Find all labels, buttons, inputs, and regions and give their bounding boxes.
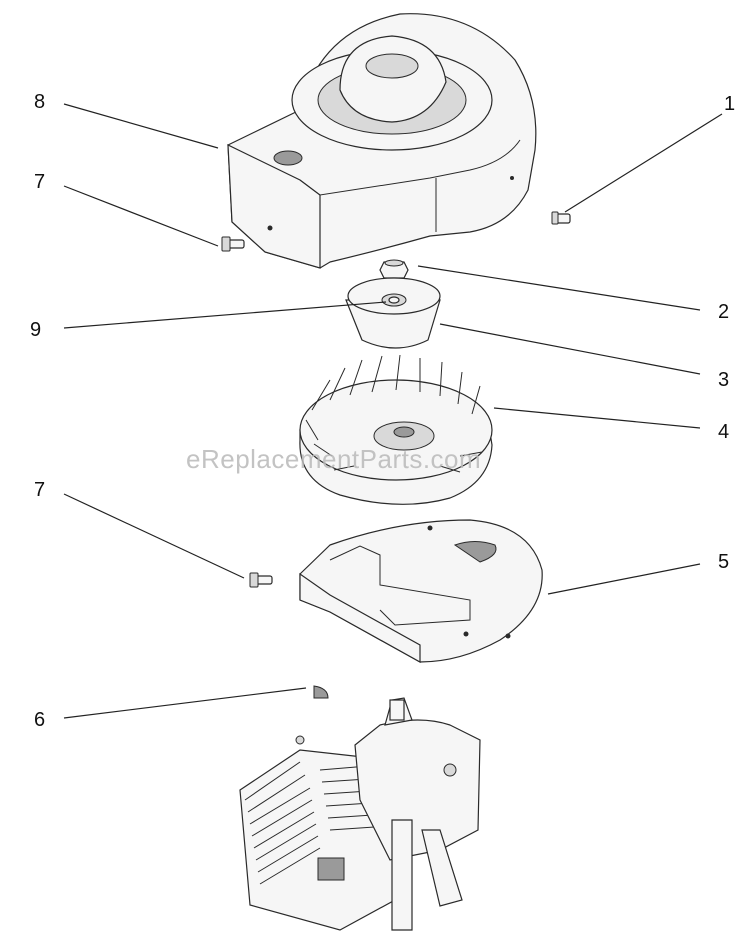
callout-2: 2 [718, 301, 730, 323]
leader-1 [564, 113, 723, 213]
callout-5: 5 [718, 551, 730, 573]
leader-7-lower [63, 493, 245, 579]
leader-3 [439, 323, 701, 375]
flywheel-key [313, 685, 329, 699]
leader-9 [63, 301, 387, 329]
watermark-text: eReplacementParts.com [186, 444, 482, 474]
blower-housing [227, 13, 537, 269]
flywheel [299, 354, 493, 505]
screw-7-upper [221, 236, 245, 252]
callout-8: 8 [34, 91, 46, 113]
starter-cup [345, 277, 441, 349]
callout-7-lower: 7 [34, 479, 46, 501]
callout-1: 1 [724, 93, 736, 115]
callout-4: 4 [718, 421, 730, 443]
screw-1 [551, 211, 571, 225]
callout-3: 3 [718, 369, 730, 391]
leader-4 [493, 407, 701, 429]
nut-2 [379, 259, 409, 279]
leader-lines [63, 103, 723, 719]
screw-7-lower [249, 572, 273, 588]
callout-7-upper: 7 [34, 171, 46, 193]
leader-6 [63, 687, 307, 719]
engine-block [239, 697, 481, 931]
base-plate [299, 519, 543, 664]
leader-5 [547, 563, 701, 595]
leader-7-upper [63, 185, 219, 247]
callout-6: 6 [34, 709, 46, 731]
leader-2 [417, 265, 701, 311]
leader-8 [63, 103, 219, 149]
callout-9: 9 [30, 319, 42, 341]
